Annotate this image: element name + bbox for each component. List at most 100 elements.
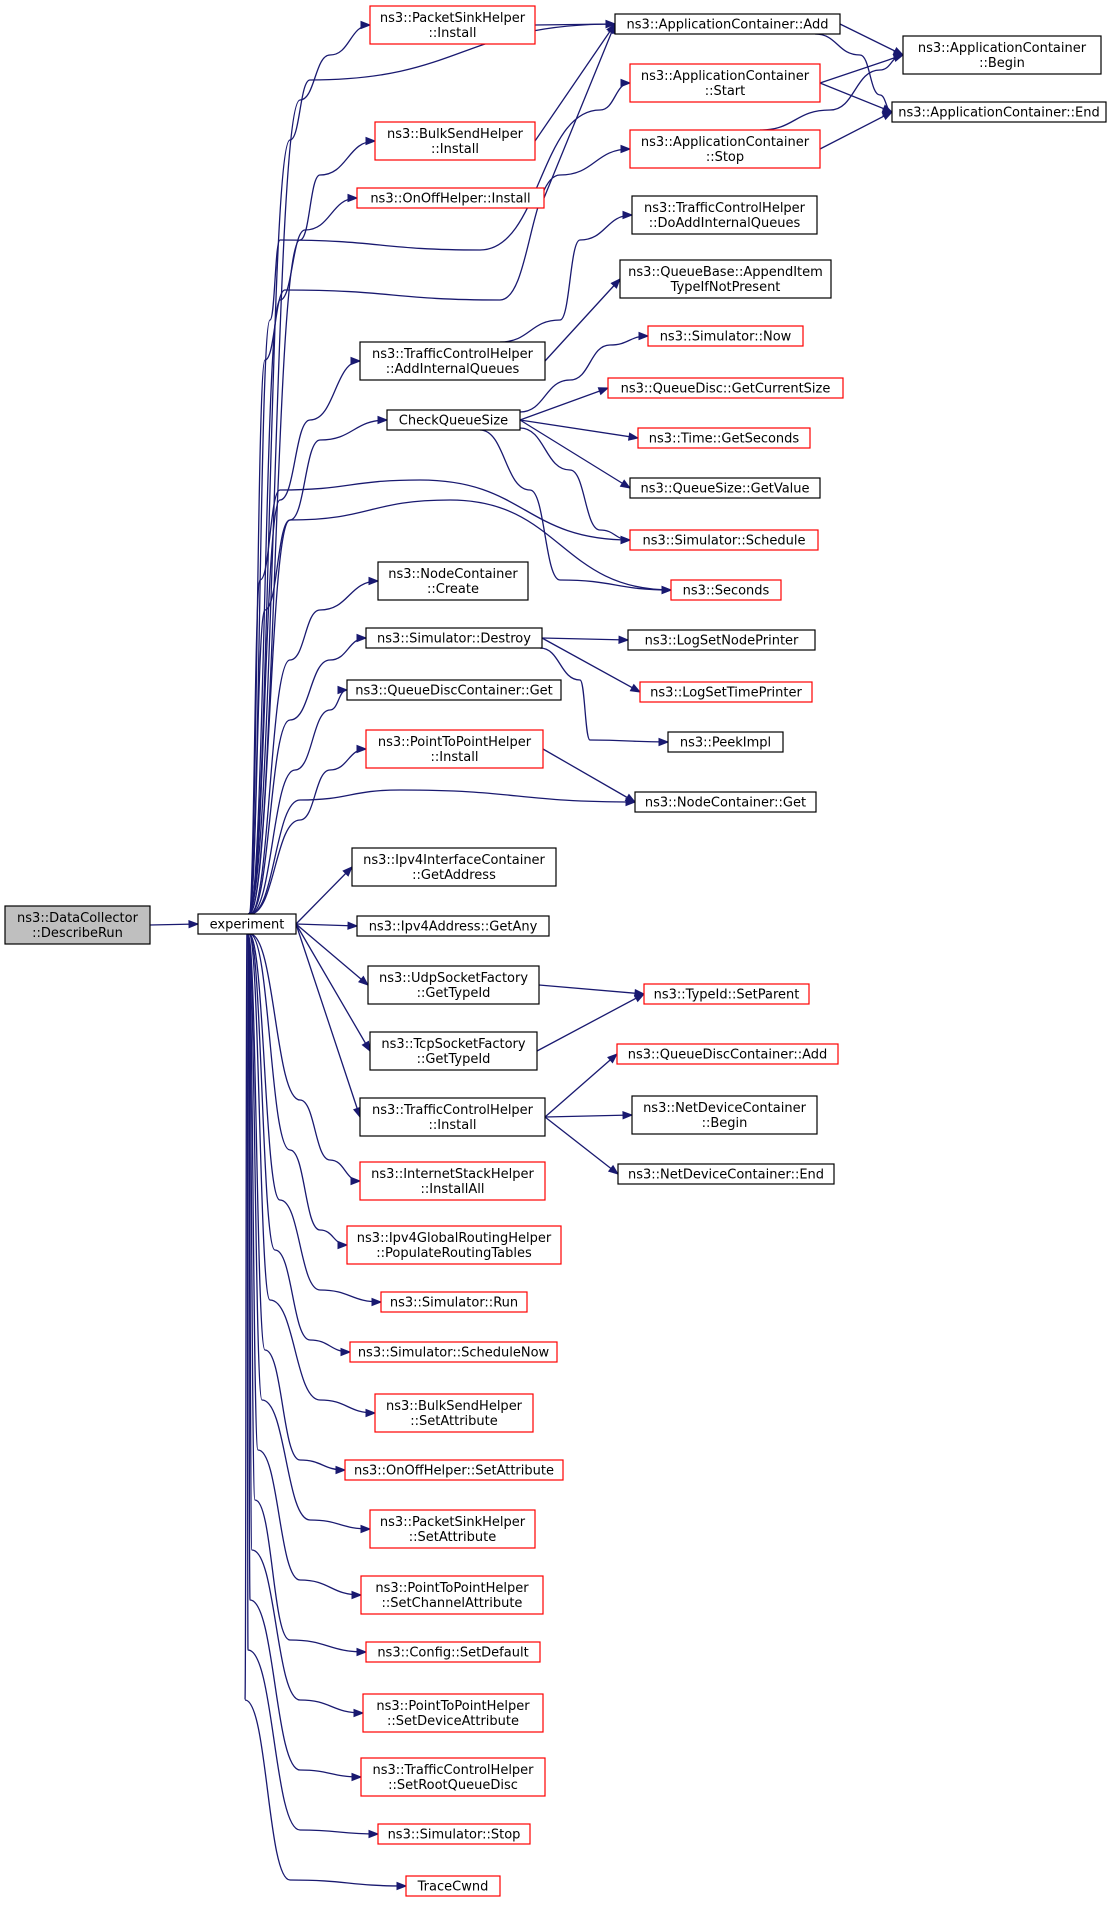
node-box — [346, 1225, 562, 1265]
arrowhead — [396, 1881, 408, 1891]
edges-layer — [149, 19, 905, 1891]
node-label: ns3::PointToPointHelper — [378, 735, 532, 750]
node-psh-setattr[interactable]: ns3::PacketSinkHelper::SetAttribute — [369, 1509, 536, 1549]
node-bsh-install[interactable]: ns3::BulkSendHelper::Install — [374, 121, 536, 161]
edge-line — [295, 866, 353, 925]
node-sim-run[interactable]: ns3::Simulator::Run — [380, 1291, 528, 1313]
node-cqs[interactable]: CheckQueueSize — [386, 409, 521, 431]
arrowhead — [618, 635, 630, 645]
node-ac-end[interactable]: ns3::ApplicationContainer::End — [891, 101, 1107, 123]
node-qb-append[interactable]: ns3::QueueBase::AppendItemTypeIfNotPrese… — [619, 259, 832, 299]
node-ac-stop[interactable]: ns3::ApplicationContainer::Stop — [629, 129, 821, 169]
node-box — [667, 731, 784, 753]
node-label: experiment — [210, 918, 285, 933]
node-udp-typeid[interactable]: ns3::UdpSocketFactory::GetTypeId — [367, 965, 540, 1005]
node-nc-create[interactable]: ns3::NodeContainer::Create — [377, 561, 529, 601]
edge-ac_stop-to-ac_end — [819, 111, 894, 150]
node-label: ns3::NodeContainer::Get — [645, 796, 806, 811]
node-box — [356, 187, 545, 209]
node-tracecwnd[interactable]: TraceCwnd — [405, 1875, 501, 1897]
node-box — [891, 101, 1107, 123]
edge-ac_start-to-ac_end — [819, 82, 894, 113]
node-label: ns3::Simulator::Now — [660, 330, 792, 345]
node-tcp-typeid[interactable]: ns3::TcpSocketFactory::GetTypeId — [369, 1031, 538, 1071]
node-p2p-setdev[interactable]: ns3::PointToPointHelper::SetDeviceAttrib… — [362, 1693, 544, 1733]
edge-line — [248, 499, 672, 915]
node-sim-now[interactable]: ns3::Simulator::Now — [647, 325, 804, 347]
edge-line — [544, 278, 621, 362]
node-ipv4addr-getany[interactable]: ns3::Ipv4Address::GetAny — [356, 915, 550, 937]
node-ish-installall[interactable]: ns3::InternetStackHelper::InstallAll — [359, 1161, 546, 1201]
arrowhead — [893, 50, 905, 60]
node-tch-install[interactable]: ns3::TrafficControlHelper::Install — [359, 1097, 546, 1137]
node-sim-schednow[interactable]: ns3::Simulator::ScheduleNow — [349, 1341, 558, 1363]
node-logsetnode[interactable]: ns3::LogSetNodePrinter — [627, 629, 816, 651]
node-typeid-setparent[interactable]: ns3::TypeId::SetParent — [643, 983, 810, 1005]
arrowhead — [658, 737, 670, 747]
node-ndc-begin[interactable]: ns3::NetDeviceContainer::Begin — [631, 1095, 818, 1135]
node-box — [670, 579, 782, 601]
arrowhead — [633, 993, 646, 1003]
edge-line — [542, 748, 636, 803]
edge-cqs-to-seconds — [479, 429, 673, 595]
node-ipv4grh-prt[interactable]: ns3::Ipv4GlobalRoutingHelper::PopulateRo… — [346, 1225, 562, 1265]
node-ndc-end[interactable]: ns3::NetDeviceContainer::End — [617, 1163, 835, 1185]
node-experiment[interactable]: experiment — [197, 913, 297, 935]
node-label: ns3::TrafficControlHelper — [372, 1103, 534, 1118]
node-ac-add[interactable]: ns3::ApplicationContainer::Add — [614, 13, 841, 35]
node-seconds[interactable]: ns3::Seconds — [670, 579, 782, 601]
edge-sim_destroy-to-logsetnode — [541, 635, 630, 645]
edge-cqs-to-time_getsec — [519, 419, 640, 441]
node-label: ns3::LogSetTimePrinter — [650, 686, 802, 701]
node-sim-stop[interactable]: ns3::Simulator::Stop — [377, 1823, 531, 1845]
node-label: ns3::QueueDisc::GetCurrentSize — [621, 382, 831, 397]
arrowhead — [361, 1040, 371, 1053]
node-nc-get[interactable]: ns3::NodeContainer::Get — [634, 791, 817, 813]
node-onoff-install[interactable]: ns3::OnOffHelper::Install — [356, 187, 545, 209]
node-label: ns3::Ipv4GlobalRoutingHelper — [357, 1231, 552, 1246]
edge-experiment-to-ipv4ic_getaddr — [295, 866, 353, 925]
edge-experiment-to-tcp_typeid — [295, 923, 371, 1053]
edge-line — [295, 923, 361, 1118]
node-qdc-add[interactable]: ns3::QueueDiscContainer::Add — [616, 1043, 839, 1065]
node-qdc-get[interactable]: ns3::QueueDiscContainer::Get — [346, 679, 562, 701]
node-qd-getcur[interactable]: ns3::QueueDisc::GetCurrentSize — [607, 377, 844, 399]
node-logsettime[interactable]: ns3::LogSetTimePrinter — [639, 681, 813, 703]
node-box — [607, 377, 844, 399]
node-sim-destroy[interactable]: ns3::Simulator::Destroy — [365, 627, 543, 649]
node-label: ::DoAddInternalQueues — [649, 216, 801, 231]
node-tch-daiq[interactable]: ns3::TrafficControlHelper::DoAddInternal… — [631, 195, 818, 235]
node-p2p-setchan[interactable]: ns3::PointToPointHelper::SetChannelAttri… — [360, 1575, 544, 1615]
node-psh-install[interactable]: ns3::PacketSinkHelper::Install — [369, 5, 536, 45]
arrowhead — [350, 356, 362, 366]
node-box — [616, 1043, 839, 1065]
node-peekimpl[interactable]: ns3::PeekImpl — [667, 731, 784, 753]
edge-sim_destroy-to-logsettime — [541, 637, 642, 693]
node-label: ::Create — [427, 582, 479, 597]
node-ac-start[interactable]: ns3::ApplicationContainer::Start — [629, 63, 821, 103]
edge-line — [247, 933, 371, 1530]
node-ac-begin[interactable]: ns3::ApplicationContainer::Begin — [902, 35, 1102, 75]
edge-line — [243, 933, 407, 1887]
arrowhead — [881, 104, 894, 113]
node-tch-aiq[interactable]: ns3::TrafficControlHelper::AddInternalQu… — [359, 341, 546, 381]
node-box — [614, 13, 841, 35]
node-label: ns3::NodeContainer — [388, 567, 518, 582]
node-label: ::Stop — [706, 150, 744, 165]
node-ipv4ic-getaddr[interactable]: ns3::Ipv4InterfaceContainer::GetAddress — [351, 847, 557, 887]
node-bsh-setattr[interactable]: ns3::BulkSendHelper::SetAttribute — [374, 1393, 534, 1433]
node-box — [619, 259, 832, 299]
edge-experiment-to-onoff_setattr — [247, 933, 347, 1475]
node-sim-schedule[interactable]: ns3::Simulator::Schedule — [629, 529, 819, 551]
node-time-getsec[interactable]: ns3::Time::GetSeconds — [637, 427, 811, 449]
node-qs-getval[interactable]: ns3::QueueSize::GetValue — [629, 477, 821, 499]
edge-tch_install-to-ndc_begin — [544, 1110, 634, 1120]
node-p2p-install[interactable]: ns3::PointToPointHelper::Install — [365, 729, 544, 769]
node-config-setdefault[interactable]: ns3::Config::SetDefault — [365, 1641, 541, 1663]
node-tch-setroot[interactable]: ns3::TrafficControlHelper::SetRootQueueD… — [360, 1757, 546, 1797]
arrowhead — [347, 921, 359, 930]
edge-line — [759, 54, 904, 131]
arrowhead — [605, 19, 617, 29]
node-label: ns3::ApplicationContainer::Add — [627, 18, 829, 33]
node-onoff-setattr[interactable]: ns3::OnOffHelper::SetAttribute — [344, 1459, 564, 1481]
